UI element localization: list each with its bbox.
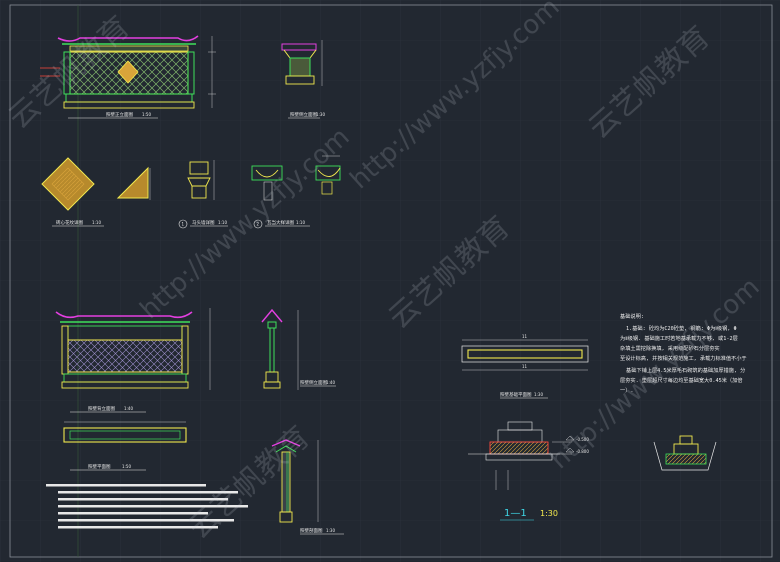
diamond-detail: 砖心花纹详图 1:10 bbox=[41, 157, 151, 227]
section-mark-scale: 1:30 bbox=[540, 509, 558, 518]
side-elevation: 照壁侧立面图 1:40 bbox=[261, 308, 336, 390]
general-notes-lines bbox=[46, 484, 248, 529]
foundation-dim-top: 11 bbox=[522, 334, 528, 339]
back-elevation: 照壁背立面图 1:40 bbox=[55, 308, 211, 413]
section-mark: 1—1 bbox=[504, 508, 527, 519]
detail-1-title: 马头墙详图 bbox=[192, 219, 215, 226]
front-elevation-scale: 1:50 bbox=[142, 112, 151, 117]
side-section-scale: 1:30 bbox=[316, 112, 325, 117]
detail-2-number: 2 bbox=[257, 222, 260, 227]
section-scale: 1:30 bbox=[326, 528, 335, 533]
section-view: 照壁剖面图 1:30 bbox=[271, 439, 344, 535]
back-elevation-title: 照壁背立面图 bbox=[88, 405, 115, 412]
back-elevation-scale: 1:40 bbox=[124, 406, 133, 411]
detail-2-scale: 1:10 bbox=[296, 220, 305, 225]
notes-line-1: 为Ⅱ级钢. 基础施工时若地基承载力不够, 或1-2层 bbox=[620, 334, 738, 342]
notes-line-3: 至设计标高, 并按相关规范施工, 承载力标准值不小于 bbox=[620, 354, 747, 362]
side-section-title: 照壁侧立面图 bbox=[290, 111, 317, 118]
section-title: 照壁剖面图 bbox=[300, 527, 323, 534]
detail-1-scale: 1:10 bbox=[218, 220, 227, 225]
front-elevation: 照壁正立面图 1:50 bbox=[40, 35, 216, 119]
notes-line-2: 杂填土需挖除换填, 采用级配砂石分层夯实 bbox=[620, 344, 720, 352]
front-elevation-title: 照壁正立面图 bbox=[106, 111, 133, 118]
side-elevation-title: 照壁侧立面图 bbox=[300, 379, 327, 386]
notes-block: 基础说明: 1.基础: 砼均为C20砼垫, 钢筋: Φ为Ⅰ级钢, Φ 为Ⅱ级钢.… bbox=[620, 312, 747, 394]
foundation-plan-title: 照壁基础平面图 bbox=[500, 391, 532, 398]
notes-line-5: 层夯实. 垫层超尺寸每边均至基础宽大0.45米（加倍 bbox=[620, 376, 743, 384]
diamond-detail-title: 砖心花纹详图 bbox=[56, 219, 83, 226]
detail-2-title: 瓦当大样详图 bbox=[267, 219, 294, 226]
diamond-detail-scale: 1:10 bbox=[92, 220, 101, 225]
detail-2: 2 瓦当大样详图 1:10 bbox=[251, 155, 341, 229]
side-elevation-scale: 1:40 bbox=[326, 380, 335, 385]
notes-line-0: 1.基础: 砼均为C20砼垫, 钢筋: Φ为Ⅰ级钢, Φ bbox=[626, 324, 737, 332]
detail-1: 1 马头墙详图 1:10 bbox=[178, 160, 228, 229]
foundation-plan: 11 11 照壁基础平面图 1:30 bbox=[461, 334, 589, 399]
drawing-frame bbox=[9, 4, 773, 558]
detail-1-number: 1 bbox=[182, 222, 185, 227]
plan-view: 照壁平面图 1:50 bbox=[63, 421, 187, 471]
plan-title: 照壁平面图 bbox=[88, 463, 111, 470]
foundation-detail-right bbox=[653, 435, 717, 471]
notes-title: 基础说明: bbox=[620, 312, 644, 320]
level-2: -0.800 bbox=[576, 449, 589, 454]
foundation-dim-bottom: 11 bbox=[522, 364, 528, 369]
section-1-1: -0.500 -0.800 1—1 1:30 bbox=[468, 421, 589, 521]
notes-line-6: 一）. bbox=[620, 387, 634, 394]
plan-scale: 1:50 bbox=[122, 464, 131, 469]
notes-line-4: 基础下铺上层4.5米厚毛石砌筑的基础加厚措施, 分 bbox=[626, 366, 745, 374]
level-1: -0.500 bbox=[576, 437, 589, 442]
foundation-plan-scale: 1:30 bbox=[534, 392, 543, 397]
side-section-top: 照壁侧立面图 1:30 bbox=[281, 40, 325, 119]
